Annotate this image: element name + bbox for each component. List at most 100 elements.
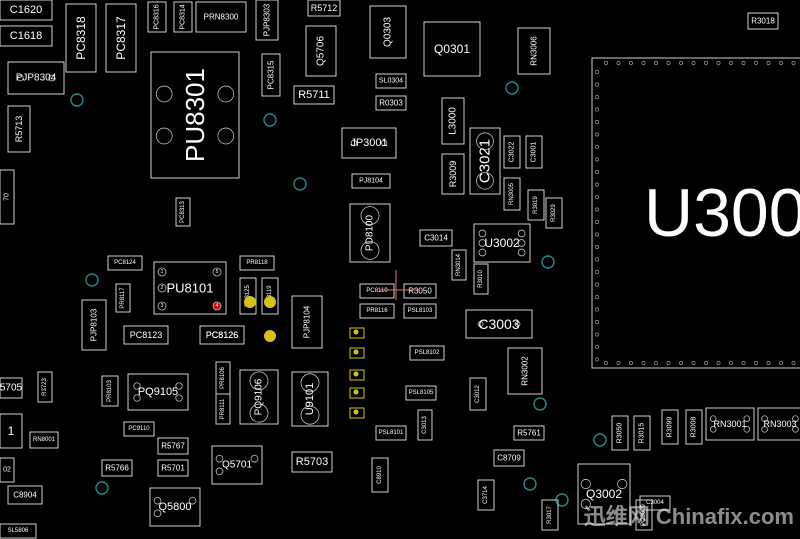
component-c3022[interactable]: C3022	[503, 135, 521, 169]
component-pr8125[interactable]: PR8125	[239, 277, 257, 315]
component-sl0304[interactable]: SL0304	[375, 73, 407, 89]
component-q5706[interactable]: Q5706	[305, 25, 337, 77]
via	[95, 481, 109, 495]
selected-net-pad	[264, 330, 276, 342]
component-r3019[interactable]: R3019	[527, 189, 545, 221]
component-c1620[interactable]: C1620	[0, 0, 53, 21]
component-pc8123[interactable]: PC8123	[123, 325, 169, 345]
component-pc8124[interactable]: PC8124	[107, 255, 143, 271]
component-pc8317[interactable]: PC8317	[105, 3, 137, 73]
component-pj8104[interactable]: PJ8104	[351, 173, 391, 189]
component-5705[interactable]: 5705	[0, 377, 23, 399]
component-rn3005[interactable]: RN3005	[503, 177, 521, 211]
component-pc3009[interactable]: PC3009	[635, 499, 653, 531]
component-r3015[interactable]: R3015	[633, 415, 651, 451]
component-u9101[interactable]: U9101	[291, 371, 329, 427]
component-q0303[interactable]: Q0303	[369, 5, 407, 59]
component-rn8001[interactable]: RN8001	[29, 431, 59, 449]
component-psl8102[interactable]: PSL8102	[409, 345, 445, 361]
component-r5701[interactable]: R5701	[157, 459, 189, 477]
component-sl5806[interactable]: SL5806	[0, 523, 37, 539]
component-psl8101[interactable]: PSL8101	[375, 425, 407, 441]
component-label: RN3005	[509, 182, 515, 205]
component-r3029[interactable]: R3029	[545, 197, 563, 229]
component-pjp8303[interactable]: PJP8303	[255, 0, 279, 41]
component-c8910[interactable]: C8910	[371, 457, 389, 493]
component-l3000[interactable]: L3000	[441, 97, 465, 145]
component-pr8119[interactable]: PR8119	[261, 277, 279, 315]
component-c3014[interactable]: C3014	[419, 229, 453, 247]
component-pc8315[interactable]: PC8315	[261, 53, 281, 97]
component-rn3006[interactable]: RN3006	[517, 27, 551, 75]
component-r5703[interactable]: R5703	[291, 451, 333, 473]
component-pc8318[interactable]: PC8318	[65, 3, 97, 73]
component-c3004[interactable]: C3004	[639, 495, 671, 511]
component-c3003[interactable]: C3003	[465, 309, 533, 339]
ball-pad	[595, 307, 599, 312]
component-c3714[interactable]: C3714	[477, 479, 495, 511]
component-q5800[interactable]: Q5800	[149, 487, 201, 527]
component-c8709[interactable]: C8709	[493, 449, 525, 467]
component-rn3002[interactable]: RN3002	[507, 347, 543, 395]
component-c8904[interactable]: C8904	[7, 485, 43, 505]
component-pjp8104[interactable]: PJP8104	[291, 295, 323, 349]
component-pr8118[interactable]: PR8118	[239, 255, 275, 271]
component-r3050[interactable]: R3050	[611, 415, 629, 451]
component-r3050[interactable]: R3050	[403, 283, 437, 299]
component-u3002[interactable]: U3002	[473, 223, 531, 263]
component-jp3001[interactable]: JP3001	[341, 127, 397, 159]
component-pr8117[interactable]: PR8117	[115, 283, 131, 313]
component-c3001[interactable]: C3001	[525, 135, 543, 169]
component-r3008[interactable]: R3008	[685, 409, 703, 445]
component-pr8106[interactable]: PR8106	[215, 361, 231, 395]
component-psl8105[interactable]: PSL8105	[405, 385, 437, 401]
component-pc8313[interactable]: PC8313	[175, 197, 191, 227]
component-r5766[interactable]: R5766	[101, 459, 133, 477]
component-c1618[interactable]: C1618	[0, 25, 53, 47]
component-pc9110[interactable]: PC9110	[123, 421, 155, 437]
component-q0301[interactable]: Q0301	[423, 21, 481, 77]
component-r3017[interactable]: R3017	[541, 499, 559, 531]
component-pu8301[interactable]: PU8301	[150, 51, 240, 179]
component-c3013[interactable]: C3013	[417, 409, 433, 441]
component-q5701[interactable]: Q5701	[211, 445, 263, 485]
component-label: PSL8103	[408, 308, 433, 314]
component-1[interactable]: 1	[0, 413, 23, 449]
component-pd8100[interactable]: PD8100	[349, 203, 391, 263]
component-pc8126[interactable]: PC8126	[199, 325, 245, 345]
component-pc8110[interactable]: PC8110	[359, 283, 395, 299]
component-c3021[interactable]: C3021	[469, 127, 501, 195]
component-r5712[interactable]: R5712	[307, 0, 341, 17]
component-q3002[interactable]: Q3002	[577, 463, 631, 525]
component-pr8116[interactable]: PR8116	[359, 303, 395, 319]
component-r3018[interactable]: R3018	[747, 12, 779, 30]
ball-pad	[595, 220, 599, 224]
component-rn3014[interactable]: RN3014	[451, 249, 467, 281]
component-r3099[interactable]: R3099	[661, 409, 679, 445]
component-pq9105[interactable]: PQ9105	[127, 373, 189, 411]
component-rn3001[interactable]: RN3001	[705, 407, 755, 441]
component-02[interactable]: 02	[0, 457, 15, 483]
component-c3012[interactable]: C3012	[469, 377, 487, 411]
component-r5711[interactable]: R5711	[293, 85, 335, 105]
component-r0303[interactable]: R0303	[375, 95, 407, 111]
component-pjp8304[interactable]: PJP8304	[7, 61, 65, 95]
component-pjp8103[interactable]: PJP8103	[81, 299, 107, 351]
component-pr8103[interactable]: PR8103	[101, 375, 119, 407]
component-rn3003[interactable]: RN3003	[757, 407, 800, 441]
component-psl8103[interactable]: PSL8103	[403, 303, 437, 319]
component-u3000[interactable]: U300	[591, 57, 800, 369]
component-pr8111[interactable]: PR8111	[215, 393, 231, 425]
component-pc8316[interactable]: PC8316	[147, 1, 167, 33]
component-r5767[interactable]: R5767	[157, 437, 189, 455]
component-pc8314[interactable]: PC8314	[173, 1, 193, 33]
component-r5761[interactable]: R5761	[513, 425, 545, 441]
component-r5713[interactable]: R5713	[7, 105, 31, 153]
component-r3723[interactable]: R3723	[37, 371, 53, 403]
component-r3009[interactable]: R3009	[441, 153, 465, 195]
component-pq9106[interactable]: PQ9106	[239, 369, 279, 425]
component-70[interactable]: 70	[0, 169, 15, 225]
component-r3010[interactable]: R3010	[473, 263, 489, 295]
component-prn8300[interactable]: PRN8300	[195, 1, 247, 33]
